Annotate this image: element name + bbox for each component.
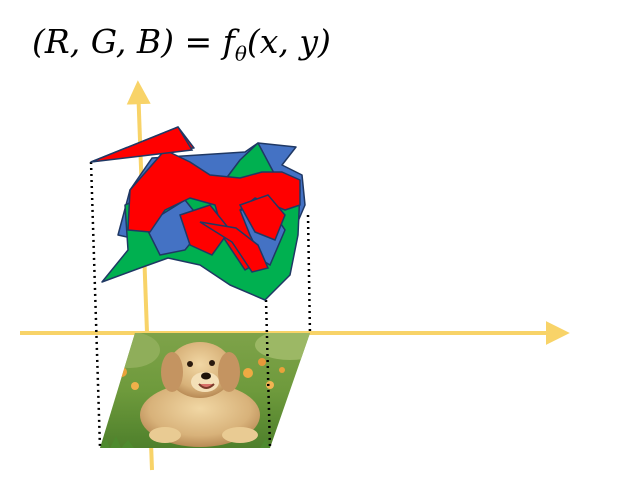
formula-function: f <box>222 22 235 61</box>
red-fragment <box>238 194 286 241</box>
red-fragment <box>179 204 231 256</box>
formula-args: (x, y) <box>246 22 331 61</box>
dog-photo <box>100 333 310 448</box>
formula-subscript: θ <box>234 41 247 66</box>
projection-lines <box>89 161 312 449</box>
formula-title: (R, G, B) = fθ(x, y) <box>32 22 331 66</box>
red-fragment <box>199 221 270 273</box>
formula-equals: = <box>184 22 213 61</box>
formula-lhs: (R, G, B) <box>32 22 174 61</box>
red-spike <box>90 126 194 163</box>
